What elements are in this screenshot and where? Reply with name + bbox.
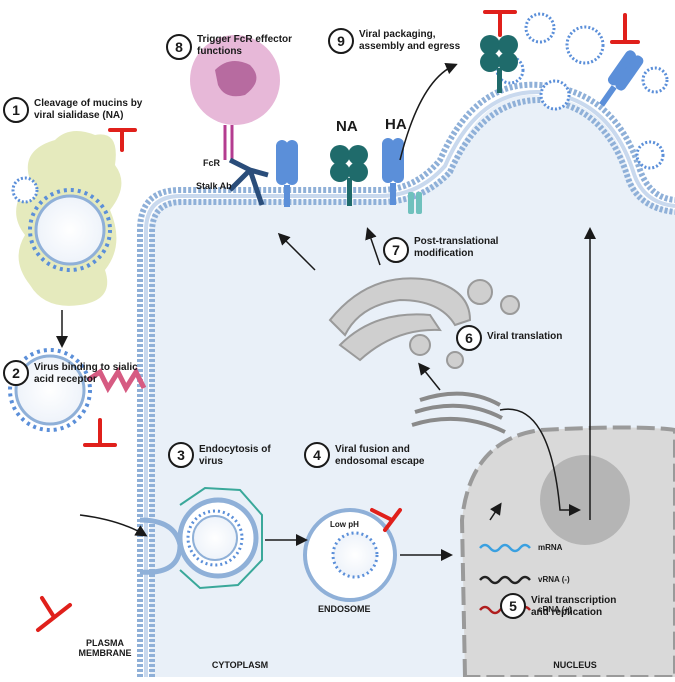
- virion-mucin: [28, 188, 112, 272]
- step-label-8: Trigger FcR effector functions: [197, 34, 293, 57]
- step-label-3: Endocytosis of virus: [199, 444, 271, 467]
- small-virion-1: [11, 176, 39, 204]
- vrna-strand: [479, 575, 531, 585]
- ha-protein-surface-1: [276, 140, 298, 207]
- step-label-7: Post-translational modification: [414, 236, 499, 259]
- stalk-antibody: [228, 157, 269, 206]
- step-badge-1: 1: [3, 97, 29, 123]
- low-ph-label: Low pH: [330, 520, 359, 529]
- virion-bound: [8, 348, 92, 432]
- step-label-2: Virus binding to sialic acid receptor: [34, 362, 138, 385]
- nucleus-label: NUCLEUS: [553, 660, 597, 670]
- step-badge-2: 2: [3, 360, 29, 386]
- golgi-apparatus: [328, 277, 520, 369]
- step-badge-8: 8: [166, 34, 192, 60]
- step-badge-9: 9: [328, 28, 354, 54]
- mrna-strand: [479, 543, 531, 553]
- membrane-core: [144, 89, 675, 677]
- endoplasmic-reticulum: [411, 391, 506, 434]
- step-badge-5: 5: [500, 593, 526, 619]
- fcr-label: FcR: [203, 158, 221, 168]
- step-label-9: Viral packaging, assembly and egress: [359, 29, 461, 52]
- virion-endosome: [331, 531, 379, 579]
- plasma-membrane-inner: [149, 96, 675, 677]
- step-badge-7: 7: [383, 237, 409, 263]
- na-protein-egress: [480, 35, 518, 93]
- step-label-1: Cleavage of mucins by viral sialidase (N…: [34, 98, 143, 121]
- ha-label: HA: [385, 116, 407, 133]
- step-badge-4: 4: [304, 442, 330, 468]
- step-label-4: Viral fusion and endosomal escape: [335, 444, 425, 467]
- cytoplasm-label: CYTOPLASM: [211, 660, 269, 670]
- stalk-ab-label: Stalk Ab: [196, 181, 232, 191]
- crna-label: cRNA (+): [538, 605, 572, 614]
- plasma-membrane-outer: [137, 81, 675, 677]
- virion-endocytosed: [186, 509, 244, 567]
- m2-channel: [408, 192, 422, 214]
- clathrin-coat: [179, 486, 263, 590]
- mrna-label: mRNA: [538, 543, 563, 552]
- nucleolus: [540, 455, 630, 545]
- ha-protein-egress: [599, 50, 644, 107]
- inhibitor-symbols: [36, 10, 640, 632]
- step-badge-6: 6: [456, 325, 482, 351]
- vrna-label: vRNA (-): [538, 575, 570, 584]
- endosome-label: ENDOSOME: [318, 604, 371, 614]
- na-label: NA: [336, 118, 358, 135]
- ha-protein-surface-2: [382, 138, 404, 205]
- plasma-membrane-label: PLASMA MEMBRANE: [78, 638, 132, 658]
- na-protein-surface: [330, 145, 368, 206]
- step-label-6: Viral translation: [487, 331, 563, 342]
- step-badge-3: 3: [168, 442, 194, 468]
- neutrophil-cell: [190, 35, 280, 160]
- step-label-5: Viral transcription and replication: [531, 595, 617, 618]
- sialic-acid-receptor: [86, 366, 147, 394]
- pathway-arrows: [56, 63, 596, 561]
